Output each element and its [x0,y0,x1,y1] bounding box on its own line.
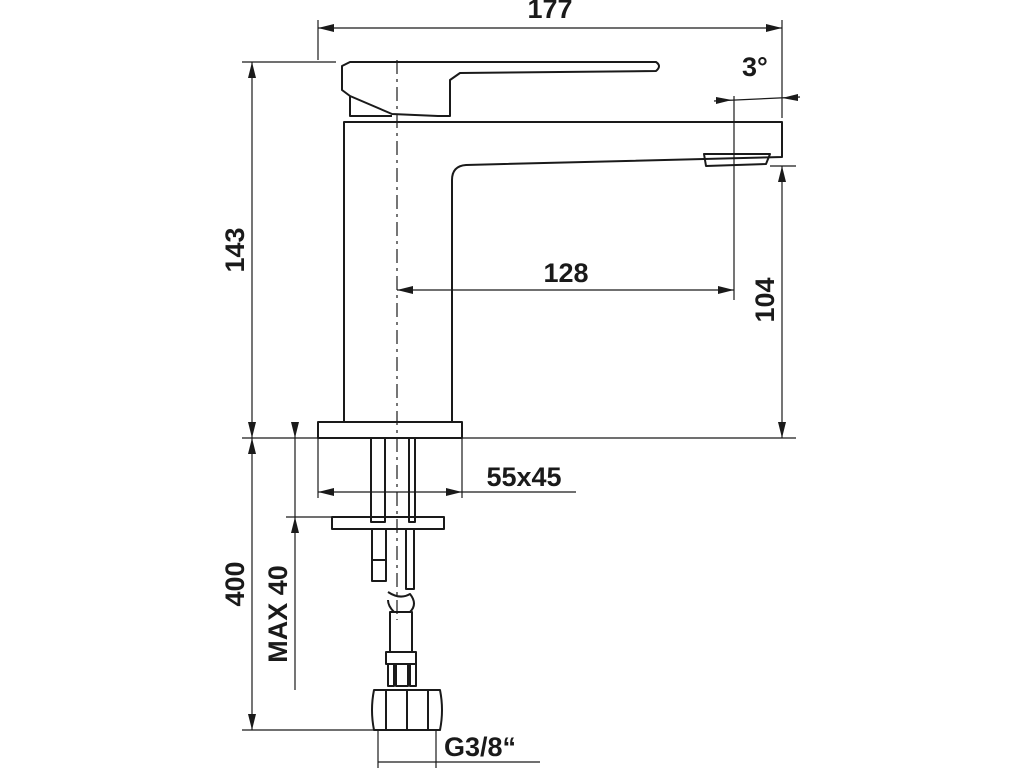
label-spout-height: 104 [750,277,780,322]
mounting-washer [331,516,445,530]
hose [389,611,413,653]
lever-handle [341,61,660,117]
lever-cartridge [349,96,392,117]
dimension-lines [242,20,801,768]
mounting-rod [370,437,386,523]
label-max-countertop: MAX 40 [263,565,293,663]
label-spout-angle: 3° [742,52,768,82]
label-base-size: 55x45 [486,462,561,492]
faucet-spout [343,121,783,423]
label-connection-thread: G3/8“ [444,732,516,762]
label-spout-reach: 128 [543,258,588,288]
mounting-parts [331,437,445,731]
dimension-labels: 177 3° 143 128 104 55x45 400 MAX 40 G3/8… [220,0,780,762]
faucet-body [317,60,783,620]
label-overall-height: 143 [220,227,250,272]
label-hose-length: 400 [220,561,250,606]
base-flange [317,421,463,439]
hose-break [387,591,415,613]
aerator [703,153,771,167]
hex-nut [371,689,443,731]
label-overall-width: 177 [527,0,572,24]
